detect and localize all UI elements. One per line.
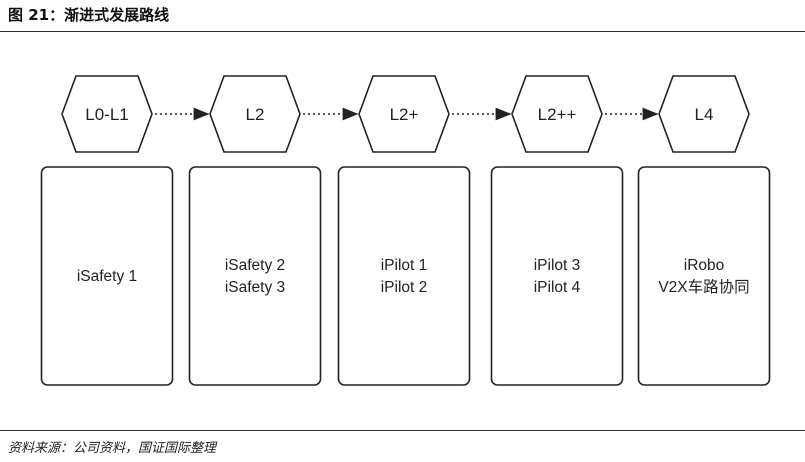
stage-level-label: L2+ <box>390 105 419 124</box>
stage-item-label: iSafety 1 <box>77 268 137 285</box>
stage-hexagon <box>358 75 450 153</box>
stage-hexagon <box>511 75 603 153</box>
bottom-rule <box>0 430 805 431</box>
stage-box <box>490 166 624 386</box>
stage-level-label: L2++ <box>538 105 577 124</box>
stage-level-label: L2 <box>246 105 265 124</box>
stage-hexagon <box>658 75 750 153</box>
stage-box <box>337 166 471 386</box>
stage-level-label: L4 <box>695 105 714 124</box>
stage-item-label: iSafety 3 <box>225 279 285 296</box>
stage-level-label: L0-L1 <box>85 105 128 124</box>
stage-item-label: iSafety 2 <box>225 257 285 274</box>
stage-hexagon <box>209 75 301 153</box>
stage-item-label: iPilot 3 <box>534 257 581 274</box>
stage-hexagon <box>61 75 153 153</box>
figure-title: 图 21：渐进式发展路线 <box>8 6 170 24</box>
stage-box <box>637 166 771 386</box>
source-note: 资料来源：公司资料，国证国际整理 <box>8 441 217 456</box>
stage-item-label: iPilot 2 <box>381 279 428 296</box>
stage-item-label: iPilot 4 <box>534 279 581 296</box>
stage-item-label: iRobo <box>684 257 725 274</box>
stage-item-label: iPilot 1 <box>381 257 428 274</box>
stage-item-label: V2X车路协同 <box>658 278 749 296</box>
top-rule <box>0 31 805 32</box>
stage-box <box>40 166 174 386</box>
stage-box <box>188 166 322 386</box>
